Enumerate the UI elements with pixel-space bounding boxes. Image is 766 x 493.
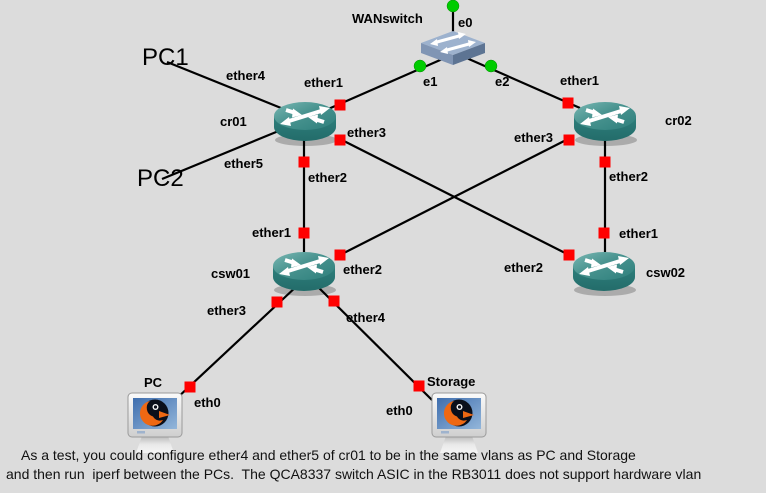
interface-label-cr01-ether4: ether4: [226, 68, 266, 83]
link-pc2-cr01-ether5[interactable]: [161, 128, 282, 181]
cr02-router-icon[interactable]: [569, 96, 641, 153]
interface-label-wan-e1: e1: [423, 74, 438, 89]
interface-label-cr01-ether2: ether2: [308, 170, 348, 185]
interface-label-csw02-ether2: ether2: [504, 260, 544, 275]
node-label-storage: Storage: [427, 374, 476, 389]
interface-label-csw01-ether1: ether1: [252, 225, 292, 240]
note-line-2: and then run iperf between the PCs. The …: [6, 466, 702, 482]
interface-label-csw01-ether3: ether3: [207, 303, 247, 318]
interface-label-cr02-ether2: ether2: [609, 169, 649, 184]
link-wanswitch-e1-cr01-ether1[interactable]: [325, 55, 448, 112]
interface-label-storage-eth0: eth0: [386, 403, 413, 418]
csw02-router-icon[interactable]: [568, 246, 640, 303]
wanswitch-ethernet-switch-icon[interactable]: [415, 26, 491, 71]
interface-label-pc-eth0: eth0: [194, 395, 221, 410]
node-label-cr02: cr02: [665, 113, 692, 128]
interface-label-wan-e2: e2: [495, 74, 510, 89]
interface-label-cr02-ether3: ether3: [514, 130, 554, 145]
interface-label-cr01-ether5: ether5: [224, 156, 264, 171]
csw01-router-icon[interactable]: [268, 246, 340, 303]
node-label-csw01: csw01: [211, 266, 251, 281]
interface-label-csw01-ether4: ether4: [346, 310, 386, 325]
node-label-pc: PC: [144, 375, 163, 390]
interface-label-cr01-ether3: ether3: [347, 125, 387, 140]
interface-label-csw01-ether2: ether2: [343, 262, 383, 277]
link-wanswitch-e2-cr02-ether1[interactable]: [461, 54, 581, 110]
link-cr02-ether3-csw01-ether2[interactable]: [335, 136, 573, 258]
interface-label-cr01-ether1: ether1: [304, 75, 344, 90]
link-pc1-cr01-ether4[interactable]: [166, 60, 287, 112]
node-label-csw02: csw02: [646, 265, 686, 280]
node-label-wanswitch: WANswitch: [352, 11, 423, 26]
interface-label-wan-e0: e0: [458, 15, 473, 30]
node-label-cr01: cr01: [220, 114, 247, 129]
interface-label-cr02-ether1: ether1: [560, 73, 600, 88]
annotation-pc1: PC1: [142, 44, 189, 71]
interface-label-csw02-ether1: ether1: [619, 226, 659, 241]
note-line-1: As a test, you could configure ether4 an…: [21, 447, 636, 463]
cr01-router-icon[interactable]: [269, 96, 341, 153]
storage-host-icon[interactable]: [429, 391, 489, 460]
annotation-pc2: PC2: [137, 165, 184, 192]
pc-host-icon[interactable]: [125, 391, 185, 460]
